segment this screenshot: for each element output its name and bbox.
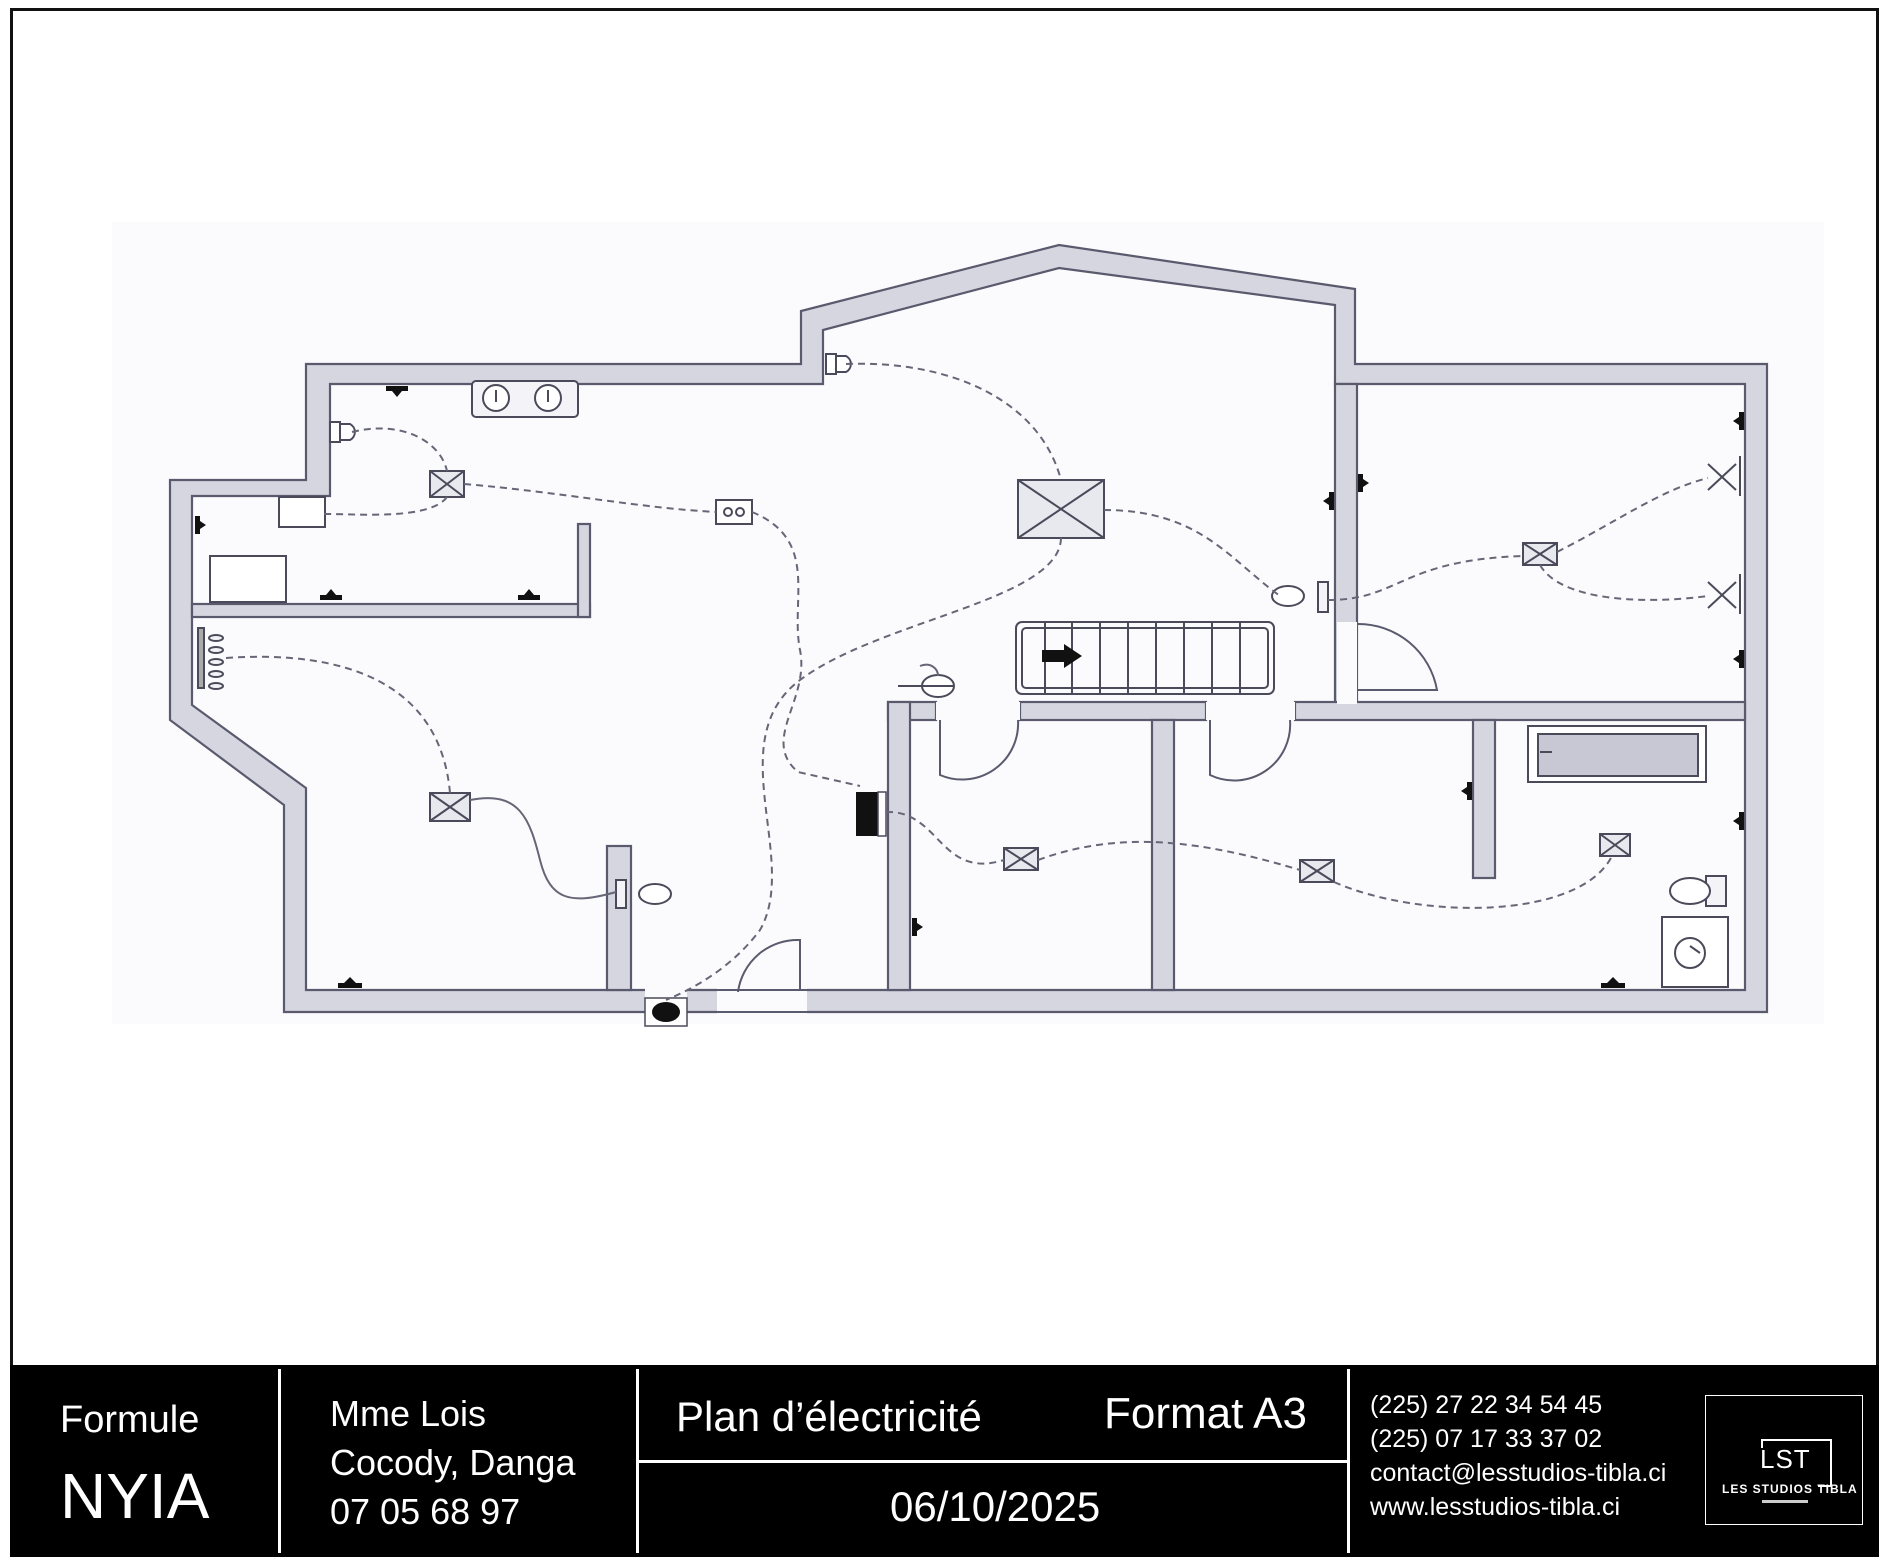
wall-light-icon bbox=[825, 353, 852, 375]
formule-label: Formule bbox=[60, 1399, 200, 1441]
wall-corridor-h2 bbox=[1018, 700, 1208, 722]
plan-title: Plan d’électricité bbox=[676, 1393, 982, 1440]
wall-light-icon bbox=[329, 421, 356, 443]
exterior-light-icon bbox=[898, 674, 955, 698]
format-label: Format A3 bbox=[1104, 1389, 1307, 1438]
wall-sockets bbox=[195, 386, 1744, 988]
wall-bedroom-v2 bbox=[1150, 718, 1176, 992]
wall-socket-icon bbox=[1323, 492, 1334, 510]
contact-phone-1: (225) 27 22 34 54 45 bbox=[1370, 1391, 1603, 1419]
title-divider-2 bbox=[636, 1369, 639, 1553]
wiring bbox=[225, 362, 1709, 1001]
logo-mark: LST bbox=[1760, 1444, 1811, 1474]
title-divider-h bbox=[639, 1460, 1347, 1463]
wall-socket-icon bbox=[1733, 650, 1744, 668]
wall-socket-icon bbox=[912, 918, 923, 936]
plan-date: 06/10/2025 bbox=[890, 1483, 1101, 1530]
closet-wall-h bbox=[190, 602, 592, 619]
ceiling-light-icon bbox=[1299, 859, 1335, 883]
wall-socket-icon bbox=[386, 386, 408, 397]
washbasin-icon bbox=[1661, 916, 1729, 988]
wall-lamp-icon bbox=[1707, 574, 1741, 614]
logo-tagline-line bbox=[1762, 1500, 1808, 1503]
switch-icon bbox=[715, 499, 753, 525]
ceiling-light-icon bbox=[1599, 833, 1631, 857]
closet-shelf bbox=[209, 555, 287, 603]
logo-frame-icon bbox=[1761, 1439, 1832, 1487]
doorbell-icon bbox=[644, 997, 688, 1027]
sink-icon-right bbox=[1271, 581, 1329, 613]
wall-lamps bbox=[1707, 456, 1741, 614]
client-address: Cocody, Danga bbox=[330, 1442, 576, 1483]
contact-website: www.lesstudios-tibla.ci bbox=[1370, 1493, 1621, 1521]
wire-switch bbox=[919, 663, 939, 677]
client-name: Mme Lois bbox=[330, 1393, 487, 1434]
ceiling-light-icon bbox=[1017, 479, 1105, 539]
wall-corridor-h3 bbox=[1293, 700, 1747, 722]
floor-plan bbox=[112, 222, 1824, 1027]
formule-name: NYIA bbox=[60, 1460, 210, 1532]
electrical-panel-box bbox=[278, 496, 326, 528]
towel-rack-icon bbox=[197, 627, 224, 690]
closet-wall-v bbox=[576, 522, 592, 619]
wall-socket-icon bbox=[1733, 812, 1744, 830]
toilet-icon bbox=[1669, 875, 1727, 907]
wall-lamp-icon bbox=[1707, 456, 1741, 496]
wall-socket-icon bbox=[1461, 782, 1472, 800]
studio-logo: LST LES STUDIOS TIBLA bbox=[1705, 1395, 1863, 1525]
entrance-door bbox=[737, 938, 801, 993]
door-bedroom-1 bbox=[939, 719, 1020, 781]
client-phone: 07 05 68 97 bbox=[330, 1491, 521, 1532]
wall-socket-icon bbox=[1733, 412, 1744, 430]
wall-socket-icon bbox=[518, 589, 540, 600]
wall-bath-v bbox=[1471, 718, 1497, 880]
contact-email: contact@lesstudios-tibla.ci bbox=[1370, 1459, 1667, 1487]
wall-socket-icon bbox=[1358, 474, 1369, 492]
contact-phone-2: (225) 07 17 33 37 02 bbox=[1370, 1425, 1603, 1453]
electrical-panel-icon bbox=[856, 792, 880, 836]
wall-socket-icon bbox=[195, 516, 206, 534]
wall-stub bbox=[605, 844, 633, 992]
staircase-icon bbox=[1015, 621, 1275, 695]
door-right-room bbox=[1356, 622, 1439, 691]
wall-socket-icon bbox=[320, 589, 342, 600]
plan-background bbox=[112, 222, 1824, 1024]
wall-light-fixtures bbox=[329, 353, 852, 443]
logo-name: LES STUDIOS TIBLA bbox=[1722, 1482, 1858, 1496]
title-divider-3 bbox=[1347, 1369, 1350, 1553]
wall-socket-icon bbox=[1601, 977, 1625, 988]
fixtures bbox=[197, 380, 1729, 988]
ceiling-light-icon bbox=[1003, 847, 1039, 871]
doors bbox=[717, 622, 1439, 1013]
door-openings bbox=[645, 622, 1357, 1014]
ceiling-light-icon bbox=[1522, 542, 1558, 566]
ceiling-light-icon bbox=[429, 792, 471, 822]
ceiling-lights bbox=[429, 470, 1631, 883]
door-bedroom-2 bbox=[1209, 719, 1292, 782]
ceiling-light-icon bbox=[429, 470, 465, 498]
wall-sink-icon bbox=[615, 879, 672, 909]
wall-socket-icon bbox=[338, 977, 362, 988]
wire-solid bbox=[469, 797, 617, 900]
wall-bedroom-v1 bbox=[886, 700, 912, 992]
stair-arrow-icon bbox=[1042, 644, 1082, 668]
title-divider-1 bbox=[278, 1369, 281, 1553]
outer-wall bbox=[168, 243, 1769, 1014]
title-block: Formule NYIA Mme Lois Cocody, Danga 07 0… bbox=[10, 1365, 1879, 1557]
